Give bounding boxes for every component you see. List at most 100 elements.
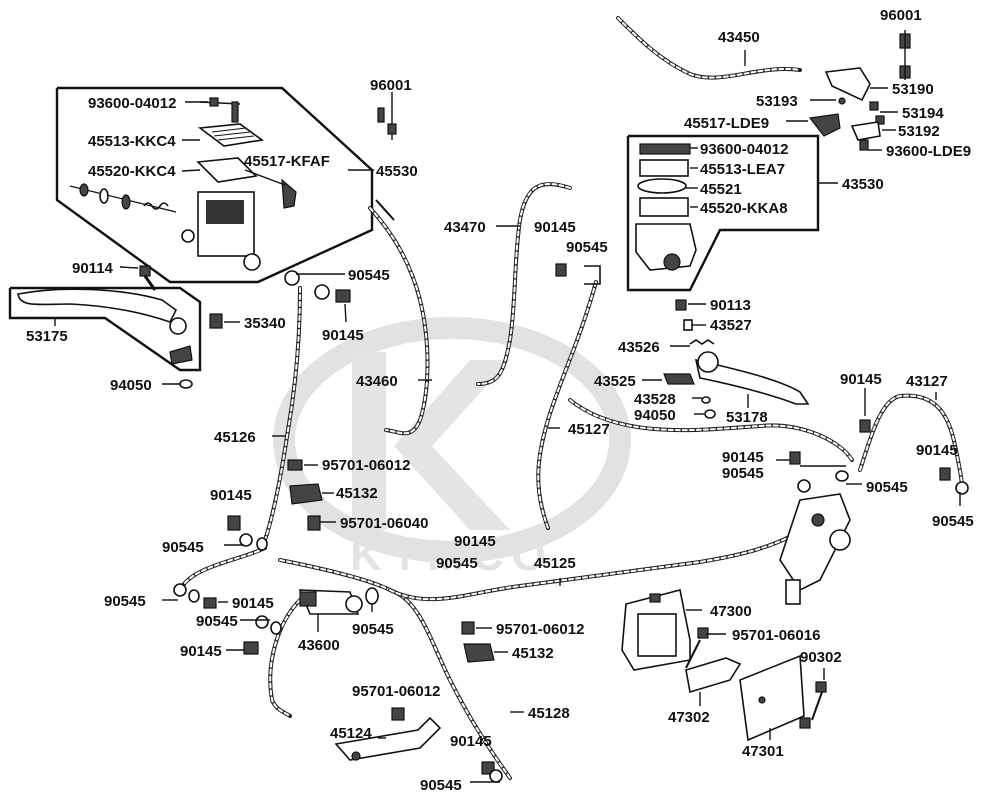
bolt-90302 [799,668,827,729]
label-94050-a: 94050 [110,377,152,394]
brake-lever-53178 [642,299,810,419]
label-45521: 45521 [700,181,742,198]
label-93600-lde9: 93600-LDE9 [886,143,971,160]
label-45127: 45127 [568,421,610,438]
bracket-45124 [334,707,442,761]
master-cylinder-45530-group [55,86,374,284]
label-45128: 45128 [528,705,570,722]
label-90145-b: 90145 [210,487,252,504]
label-53192: 53192 [898,123,940,140]
label-90145-f: 90145 [450,733,492,750]
label-93600-04012-a: 93600-04012 [88,95,176,112]
label-93600-04012-b: 93600-04012 [700,141,788,158]
banjo-set-bottom [470,761,503,783]
lever-assembly-53190 [786,30,911,151]
master-cylinder-43530-group [626,134,838,292]
label-53178: 53178 [726,409,768,426]
hose-45127 [536,263,601,530]
banjo-set-left-top [284,270,351,323]
label-90145-c: 90145 [454,533,496,550]
label-45132-a: 45132 [336,485,378,502]
label-43528: 43528 [634,391,676,408]
screw-96001-a [377,92,397,140]
label-90145-i: 90145 [916,442,958,459]
proportioning-valve-right [779,493,851,605]
label-90145-h: 90145 [840,371,882,388]
label-43450: 43450 [718,29,760,46]
label-95701-06016: 95701-06016 [732,627,820,644]
label-45125: 45125 [534,555,576,572]
label-90545-a: 90545 [348,267,390,284]
watermark-text: KYMCO [350,531,554,580]
banjo-set-left-bottom [162,515,379,655]
label-90145-d: 90145 [232,595,274,612]
label-53175: 53175 [26,328,68,345]
brake-lever-53175 [17,288,178,323]
box-45530 [55,86,374,284]
label-94050-b: 94050 [634,407,676,424]
bolt-90114 [119,265,157,291]
bolt-95701-06040 [307,515,336,531]
label-90145-e: 90145 [180,643,222,660]
label-43526: 43526 [618,339,660,356]
label-45132-b: 45132 [512,645,554,662]
label-90545-e: 90545 [196,613,238,630]
label-90145-g: 90145 [534,219,576,236]
label-53190: 53190 [892,81,934,98]
label-96001-a: 96001 [370,77,412,94]
label-43525: 43525 [594,373,636,390]
label-95701-06012-a: 95701-06012 [322,457,410,474]
label-90545-i: 90545 [932,513,974,530]
hose-network-lower [182,498,842,780]
cap-45513-kkc4 [197,123,265,147]
label-90545-j: 90545 [722,465,764,482]
label-90545-d: 90545 [104,593,146,610]
valve-43600 [298,589,363,632]
screw-93600-04012-a [209,97,219,107]
label-90545-f: 90545 [352,621,394,638]
cable-43450 [616,16,802,80]
switch-35340 [209,313,223,329]
label-53193: 53193 [756,93,798,110]
label-90145-a: 90145 [322,327,364,344]
label-43600: 43600 [298,637,340,654]
banjo-set-right [776,451,969,506]
lever-box-53175 [8,286,240,389]
part-labels: 93600-04012 45513-KKC4 45520-KKC4 45517-… [26,7,974,794]
label-47301: 47301 [742,743,784,760]
abs-module-47300 [621,589,702,671]
bracket-group-45132-a [287,459,334,505]
label-45513-lea7: 45513-LEA7 [700,161,785,178]
label-45517-lde9: 45517-LDE9 [684,115,769,132]
label-43127: 43127 [906,373,948,390]
label-90545-c: 90545 [436,555,478,572]
hose-43127 [568,388,964,490]
label-95701-06012-b: 95701-06012 [352,683,440,700]
label-45530: 45530 [376,163,418,180]
label-45517-kfaf: 45517-KFAF [244,153,330,170]
label-35340: 35340 [244,315,286,332]
label-53194: 53194 [902,105,944,122]
label-90545-b: 90545 [162,539,204,556]
label-90114: 90114 [72,260,114,277]
bracket-group-45132-b [461,621,508,663]
label-95701-06012-c: 95701-06012 [496,621,584,638]
cable-43460 [368,199,432,436]
label-90113: 90113 [710,297,751,314]
label-90545-g: 90545 [420,777,462,794]
bracket-47302 [685,627,742,706]
bracket-45517-kfaf [281,178,297,209]
label-45513-kkc4: 45513-KKC4 [88,133,176,150]
label-45520-kka8: 45520-KKA8 [700,200,788,217]
label-47300: 47300 [710,603,752,620]
label-47302: 47302 [668,709,710,726]
label-45520-kkc4: 45520-KKC4 [88,163,176,180]
label-43530: 43530 [842,176,884,193]
label-45126: 45126 [214,429,256,446]
hose-45126 [263,286,302,542]
label-43527: 43527 [710,317,752,334]
plate-47301 [739,654,805,742]
kymco-watermark: KYMCO [273,317,631,580]
